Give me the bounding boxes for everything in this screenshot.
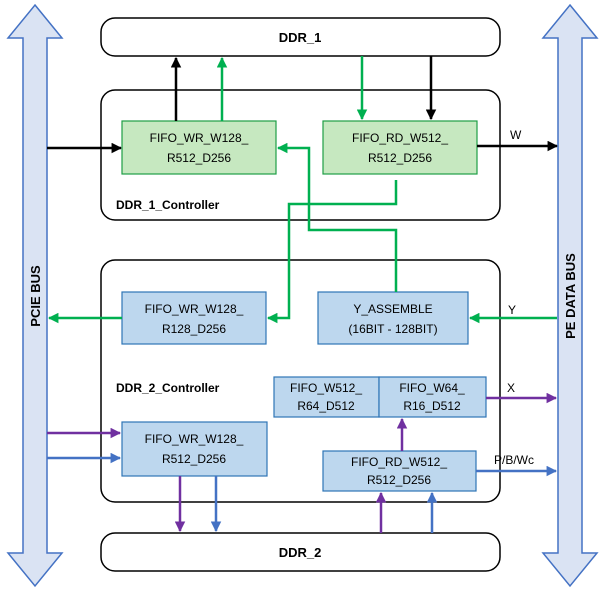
ddr2-label: DDR_2 xyxy=(279,545,322,560)
block-line-1: FIFO_WR_W128_ xyxy=(150,131,249,145)
block-line-1: Y_ASSEMBLE xyxy=(353,302,432,316)
pe-data-bus: PE DATA BUS xyxy=(541,3,599,588)
signal-y-label: Y xyxy=(508,303,516,317)
fifo-w512-r64-block: FIFO_W512_ R64_D512 xyxy=(273,376,380,418)
ddr1-memory: DDR_1 xyxy=(100,17,501,57)
fifo-rd-w512-r512-block-ddr2: FIFO_RD_W512_ R512_D256 xyxy=(322,450,477,492)
pcie-bus: PCIE BUS xyxy=(6,3,64,588)
block-line-2: R512_D256 xyxy=(368,151,432,165)
block-line-2: (16BIT - 128BIT) xyxy=(348,322,437,336)
block-line-2: R512_D256 xyxy=(367,473,431,487)
block-line-1: FIFO_WR_W128_ xyxy=(145,302,244,316)
block-line-1: FIFO_RD_W512_ xyxy=(352,131,448,145)
block-line-1: FIFO_W512_ xyxy=(290,381,362,395)
block-line-1: FIFO_WR_W128_ xyxy=(145,432,244,446)
block-line-1: FIFO_W64_ xyxy=(399,381,465,395)
block-line-2: R512_D256 xyxy=(167,151,231,165)
ddr1-fifo-rd-to-ddr2-fifo-wr-arrow xyxy=(266,180,398,324)
pe-data-bus-label: PE DATA BUS xyxy=(563,253,578,339)
block-line-1: FIFO_RD_W512_ xyxy=(351,455,447,469)
block-line-2: R64_D512 xyxy=(297,399,355,413)
fifo-wr-w128-r512-block-ddr2: FIFO_WR_W128_ R512_D256 xyxy=(121,421,268,477)
signal-x-label: X xyxy=(507,381,515,395)
fifo-w64-r16-block: FIFO_W64_ R16_D512 xyxy=(378,376,487,418)
block-line-2: R128_D256 xyxy=(162,322,226,336)
signal-pbwc-label: P/B/Wc xyxy=(494,453,534,467)
ddr1-label: DDR_1 xyxy=(279,30,322,45)
ddr2-controller-label: DDR_2_Controller xyxy=(116,381,220,395)
fifo-rd-w512-r512-block-ddr1: FIFO_RD_W512_ R512_D256 xyxy=(322,120,478,175)
ddr1-controller-label: DDR_1_Controller xyxy=(116,198,220,212)
ddr2-memory: DDR_2 xyxy=(100,532,501,572)
pcie-bus-label: PCIE BUS xyxy=(28,265,43,327)
fifo-wr-w128-r128-block: FIFO_WR_W128_ R128_D256 xyxy=(121,291,267,345)
block-line-2: R512_D256 xyxy=(162,452,226,466)
signal-w-label: W xyxy=(510,128,522,142)
y-assemble-to-ddr1-fifo-wr-arrow xyxy=(276,142,398,292)
fifo-wr-w128-r512-block-ddr1: FIFO_WR_W128_ R512_D256 xyxy=(121,120,277,175)
block-line-2: R16_D512 xyxy=(403,399,461,413)
y-assemble-block: Y_ASSEMBLE (16BIT - 128BIT) xyxy=(317,291,469,345)
